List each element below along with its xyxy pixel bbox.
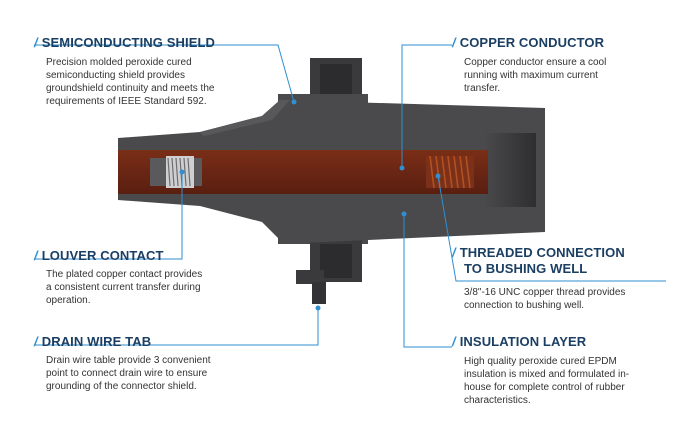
leader-lines [34,44,666,348]
drain-wire-tab-text: Drain wire table provide 3 convenient po… [46,355,211,392]
louver-contact-heading: /LOUVER CONTACT [34,248,164,263]
threaded-connection [426,155,474,189]
accent-slash-icon: / [452,245,456,260]
copper-conductor-text: Copper conductor ensure a cool running w… [464,57,607,94]
end-cap [484,133,536,207]
louver-contact [150,156,202,188]
louver-contact-text: The plated copper contact provides a con… [46,269,203,306]
insulation-layer-heading: /INSULATION LAYER [452,334,587,349]
accent-slash-icon: / [34,334,38,349]
drain-wire-tab-heading: /DRAIN WIRE TAB [34,334,152,349]
semiconducting-shield-heading: /SEMICONDUCTING SHIELD [34,35,215,50]
threaded-connection-heading: /THREADED CONNECTION TO BUSHING WELL [452,245,625,276]
accent-slash-icon: / [34,248,38,263]
accent-slash-icon: / [452,35,456,50]
top-flange [278,58,368,104]
accent-slash-icon: / [452,334,456,349]
copper-conductor-heading: /COPPER CONDUCTOR [452,35,605,50]
insulation-layer-text: High quality peroxide cured EPDM insulat… [464,356,630,406]
accent-slash-icon: / [34,35,38,50]
semiconducting-shield [200,100,290,136]
threaded-connection-text: 3/8"-16 UNC copper thread provides conne… [464,287,626,311]
drain-wire-tab [296,270,326,304]
semiconducting-shield-text: Precision molded peroxide cured semicond… [46,57,215,107]
